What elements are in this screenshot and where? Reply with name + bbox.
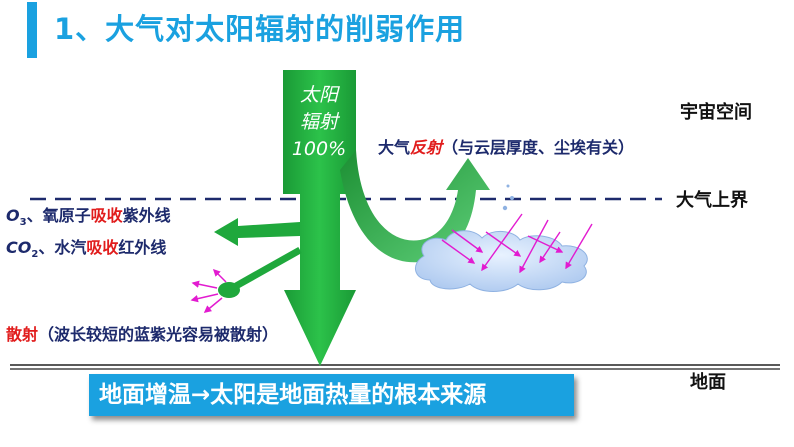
scatter-keyword: 散射: [6, 325, 39, 344]
solar-radiation-label: 太阳 辐射 100%: [283, 82, 355, 163]
scatter-ray: [203, 297, 223, 313]
reflection-prefix: 大气: [378, 138, 411, 157]
sun-ray: [481, 213, 523, 272]
sun-ray: [451, 229, 484, 253]
reflection-note: （与云层厚度、尘埃有关）: [442, 138, 635, 157]
sun-ray: [441, 239, 476, 264]
ozone-formula: O: [6, 206, 20, 225]
scatter-ray: [212, 268, 227, 283]
ozone-subscript: 3: [19, 217, 27, 229]
reflection-label: 大气反射（与云层厚度、尘埃有关）: [378, 134, 634, 158]
atmosphere-top-label: 大气上界: [676, 190, 748, 211]
co2-absorption-label: CO2、水汽吸收红外线: [6, 234, 166, 260]
dust-particle: [506, 184, 510, 188]
co2-subscript: 2: [31, 249, 39, 261]
dust-particle: [502, 205, 508, 211]
sun-ray: [539, 231, 561, 264]
co2-text: 、水汽: [38, 238, 87, 257]
space-label: 宇宙空间: [680, 102, 752, 123]
ozone-keyword: 吸收: [90, 206, 123, 225]
sun-ray: [565, 223, 593, 270]
dust-particle: [510, 196, 514, 200]
ozone-absorption-label: O3、氧原子吸收紫外线: [6, 202, 171, 228]
co2-keyword: 吸收: [86, 238, 119, 257]
conclusion-box: 地面增温→太阳是地面热量的根本来源: [89, 374, 574, 416]
solar-radiation-line1: 太阳: [299, 84, 338, 106]
page-title: 1、大气对太阳辐射的削弱作用: [54, 12, 466, 46]
scattering-arrow-line: [234, 246, 302, 290]
scattering-particle: [218, 282, 240, 298]
solar-radiation-percent: 100%: [291, 138, 347, 160]
sun-ray: [485, 231, 522, 257]
scattering-label: 散射（波长较短的蓝紫光容易被散射）: [6, 321, 278, 345]
solar-radiation-arrow: [283, 70, 356, 366]
ozone-suffix: 紫外线: [122, 206, 171, 225]
co2-formula: CO: [6, 238, 32, 257]
co2-suffix: 红外线: [118, 238, 167, 257]
ground-label: 地面: [690, 372, 726, 393]
solar-radiation-line2: 辐射: [299, 111, 338, 133]
sun-ray: [519, 219, 549, 274]
sun-ray: [527, 235, 564, 253]
ozone-text: 、氧原子: [26, 206, 91, 225]
cloud: [415, 230, 588, 292]
title-accent-bar: [27, 2, 37, 58]
scatter-note: （波长较短的蓝紫光容易被散射）: [38, 325, 279, 344]
absorption-arrow: [214, 218, 300, 246]
scatter-ray: [191, 280, 218, 289]
reflection-keyword: 反射: [410, 138, 443, 157]
scatter-ray: [190, 293, 219, 303]
